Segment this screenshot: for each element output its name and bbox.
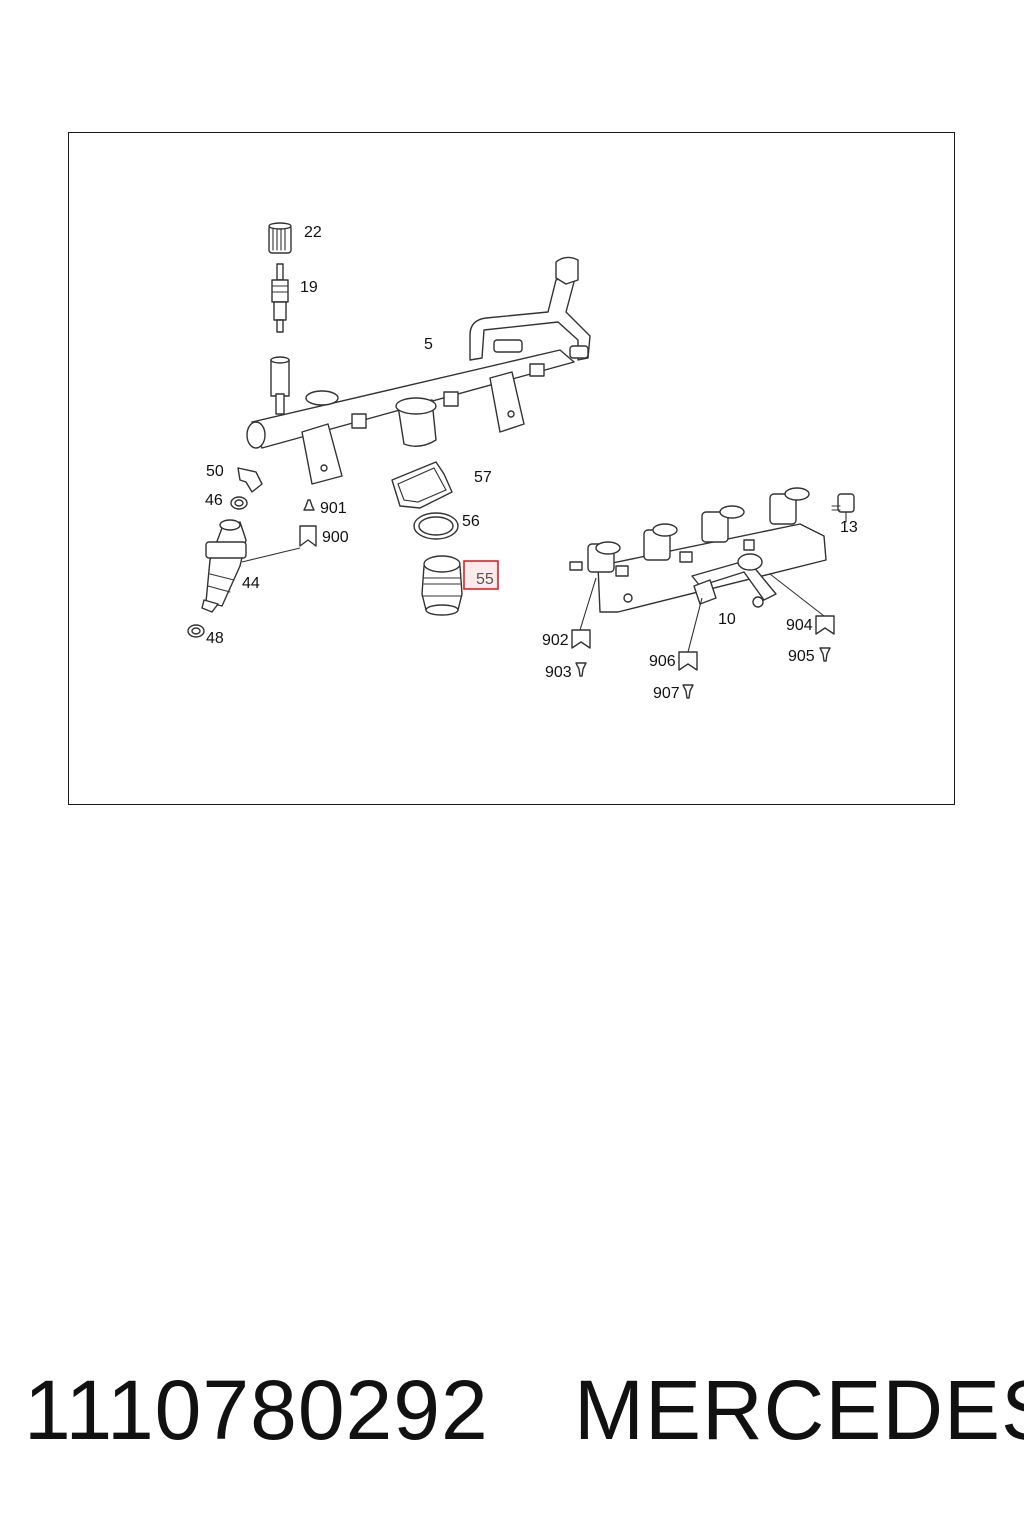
highlight-box-55 [463,560,499,590]
label-19: 19 [300,279,318,296]
part-906-nut[interactable] [678,651,698,671]
part-22-cap[interactable] [268,222,292,254]
part-903-screw[interactable] [575,662,587,677]
label-904: 904 [786,617,813,634]
label-22: 22 [304,224,322,241]
part-19-valve[interactable] [271,263,289,333]
label-907: 907 [653,685,680,702]
part-5-fuel-rail[interactable] [246,256,591,485]
label-48: 48 [206,630,224,647]
label-46: 46 [205,492,223,509]
label-57: 57 [474,469,492,486]
label-900: 900 [322,529,349,546]
part-904-nut[interactable] [815,615,835,635]
leader-904 [769,573,825,617]
label-56: 56 [462,513,480,530]
part-57-seal[interactable] [391,461,453,509]
label-55: 55 [476,571,494,588]
label-44: 44 [242,575,260,592]
part-55-plug[interactable] [421,555,463,616]
label-901: 901 [320,500,347,517]
part-902-nut[interactable] [571,629,591,649]
label-13: 13 [840,519,858,536]
brand-name: MERCEDES [574,1363,1024,1457]
footer: 1110780292 MERCEDES [24,1362,1024,1472]
part-901-screw[interactable] [303,499,315,511]
part-48-o-ring[interactable] [187,624,205,638]
leader-906 [687,597,703,653]
label-905: 905 [788,648,815,665]
part-50-clip[interactable] [237,467,263,493]
diagram-frame [68,132,955,805]
label-902: 902 [542,632,569,649]
part-number: 1110780292 [24,1363,489,1457]
label-10: 10 [718,611,736,628]
leader-902 [579,577,597,631]
part-44-injector[interactable] [201,519,247,613]
part-10-rail-assembly[interactable] [569,487,827,613]
part-907-screw[interactable] [682,684,694,699]
leader-900-44 [241,547,301,563]
part-13-bolt[interactable] [831,493,855,523]
part-905-screw[interactable] [819,647,831,662]
label-906: 906 [649,653,676,670]
label-5: 5 [424,336,433,353]
part-56-o-ring[interactable] [413,512,459,540]
part-900-nut[interactable] [299,525,317,547]
part-46-o-ring[interactable] [230,496,248,510]
label-50: 50 [206,463,224,480]
label-903: 903 [545,664,572,681]
